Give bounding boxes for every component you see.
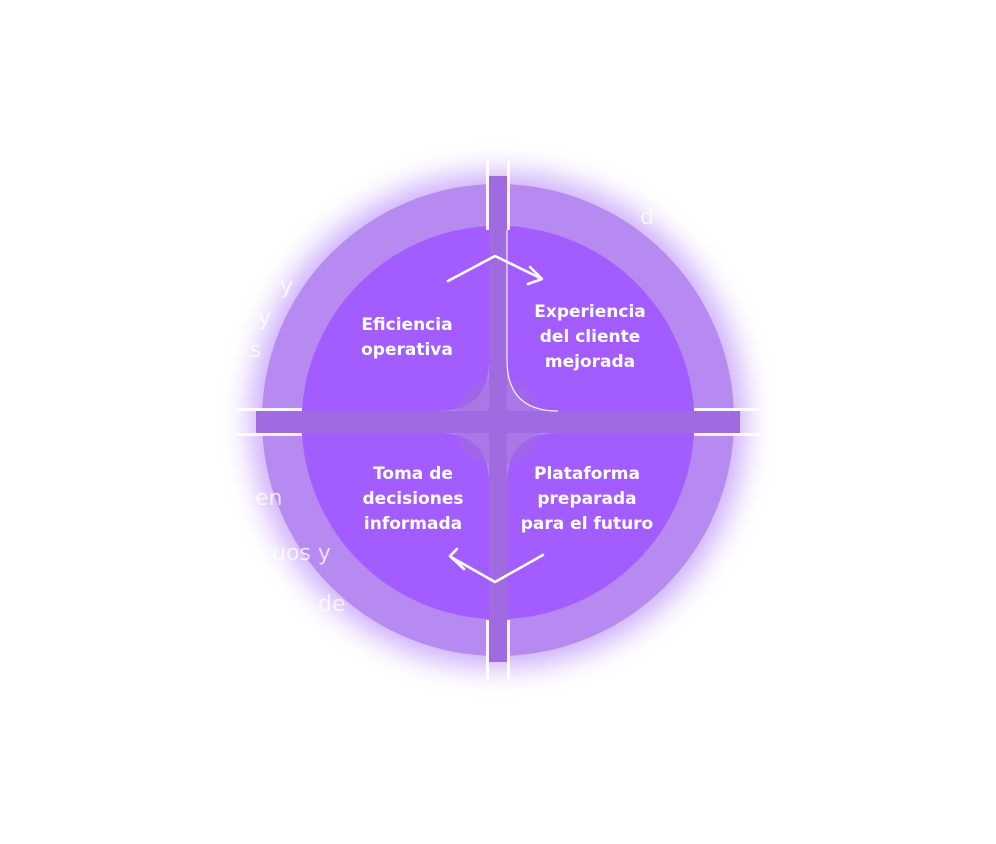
faint-text: en — [255, 486, 283, 511]
gap-left — [236, 408, 302, 411]
quadrant-top-left — [302, 226, 489, 411]
gap-right-bottom — [694, 433, 760, 436]
gap-right — [694, 408, 760, 411]
gap-top-right — [507, 160, 510, 230]
arrow-bottom-icon — [448, 547, 545, 584]
gap-bottom — [486, 620, 489, 680]
quadrant-bottom-right — [507, 433, 694, 619]
quadrant-top-right — [507, 226, 694, 411]
gap-top — [486, 160, 489, 230]
gap-left-bottom — [236, 433, 302, 436]
quadrant-label-toma-decisiones: Toma de decisiones informada — [362, 464, 464, 534]
faint-text: y — [258, 306, 272, 331]
quadrant-label-eficiencia-operativa: Eficiencia operativa — [361, 315, 453, 360]
gap-bottom-right — [507, 620, 510, 680]
cross-center — [454, 378, 542, 466]
quadrant-label-experiencia-cliente: Experiencia del cliente mejorada — [534, 302, 646, 372]
faint-text: s — [250, 338, 262, 363]
faint-text: uos y — [272, 541, 331, 566]
faint-text: d — [640, 205, 654, 230]
quadrant-label-plataforma-futuro: Plataforma preparada para el futuro — [520, 464, 654, 534]
quadrant-bottom-left — [302, 433, 489, 619]
top-right-inner-outline — [506, 230, 559, 412]
faint-text: de — [318, 592, 346, 617]
faint-text: y — [280, 274, 294, 299]
arrow-top-icon — [446, 254, 544, 286]
